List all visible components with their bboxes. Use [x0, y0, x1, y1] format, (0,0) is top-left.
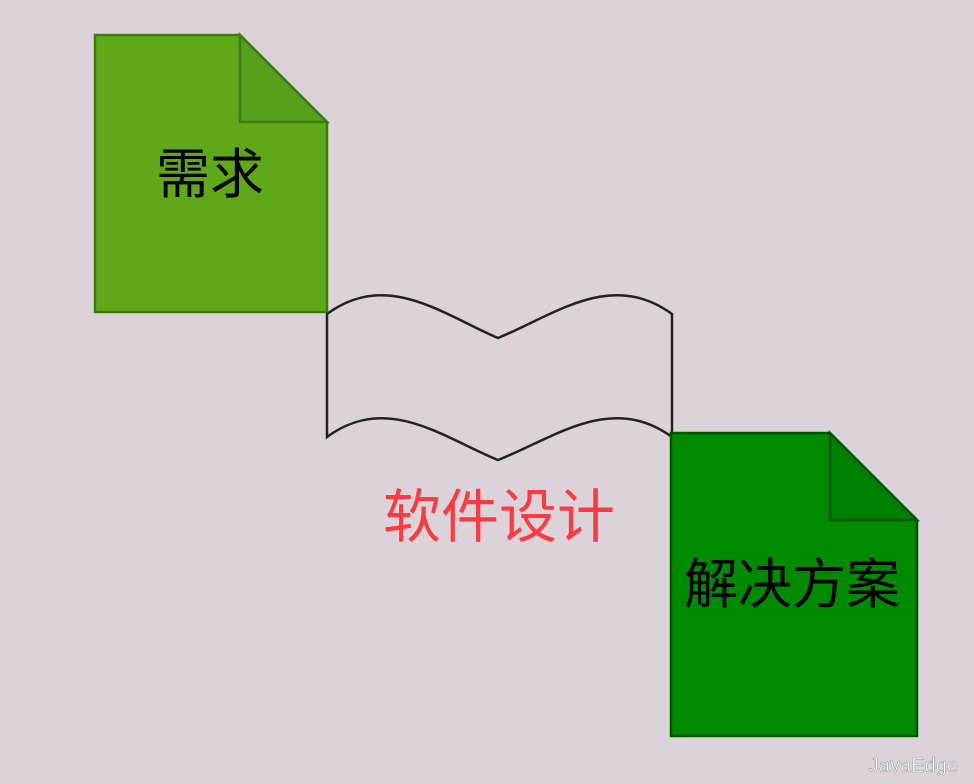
requirement-label: 需求 — [156, 143, 264, 206]
software-design-label: 软件设计 — [383, 483, 615, 551]
solution-label: 解决方案 — [684, 553, 900, 616]
requirement-document-fold — [238, 31, 331, 124]
solution-document: 解决方案 — [669, 429, 921, 738]
software-design-process: 软件设计 — [325, 294, 674, 551]
solution-document-fold — [828, 429, 921, 522]
process-wave-shape — [325, 294, 674, 462]
requirement-document: 需求 — [93, 31, 331, 314]
watermark-text: JavaEdge — [869, 755, 958, 777]
